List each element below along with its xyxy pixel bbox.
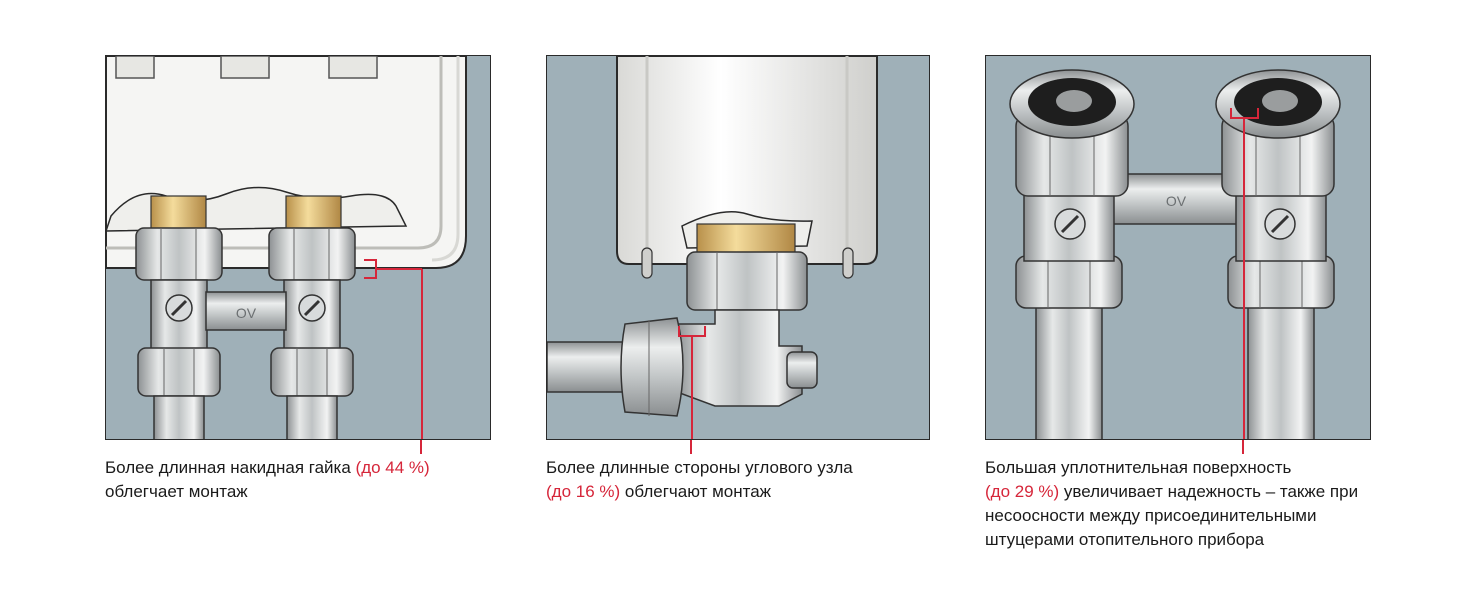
caption-union-nut: Более длинная накидная гайка (до 44 %) о… xyxy=(105,456,525,504)
caption-text: облегчает монтаж xyxy=(105,482,248,501)
caption-text: несоосности между присоединительными xyxy=(985,506,1317,525)
caption-seal-surface: Большая уплотнительная поверхность (до 2… xyxy=(985,456,1455,552)
valve-marking: OV xyxy=(1166,193,1187,209)
leader-line-3 xyxy=(1242,440,1244,454)
valve-drawing-3: OV xyxy=(1009,69,1341,439)
caption-text: увеличивает надежность – также при xyxy=(1059,482,1359,501)
caption-text: Более длинная накидная гайка xyxy=(105,458,356,477)
caption-angle-sides: Более длинные стороны углового узла (до … xyxy=(546,456,966,504)
caption-highlight: (до 16 %) xyxy=(546,482,621,501)
valve-drawing-2 xyxy=(547,56,878,439)
caption-highlight: (до 44 %) xyxy=(355,458,430,477)
leader-line-1 xyxy=(420,440,422,454)
leader-line-2 xyxy=(690,440,692,454)
illustration-seal-surface: OV xyxy=(985,55,1371,440)
valve-drawing-1: OV xyxy=(106,56,467,439)
illustration-union-nut: OV xyxy=(105,55,491,440)
caption-text: облегчают монтаж xyxy=(620,482,772,501)
caption-highlight: (до 29 %) xyxy=(985,482,1060,501)
caption-text: Более длинные стороны углового узла xyxy=(546,458,853,477)
valve-marking: OV xyxy=(236,305,257,321)
caption-text: Большая уплотнительная поверхность xyxy=(985,458,1292,477)
caption-text: штуцерами отопительного прибора xyxy=(985,530,1265,549)
illustration-angle-valve xyxy=(546,55,930,440)
